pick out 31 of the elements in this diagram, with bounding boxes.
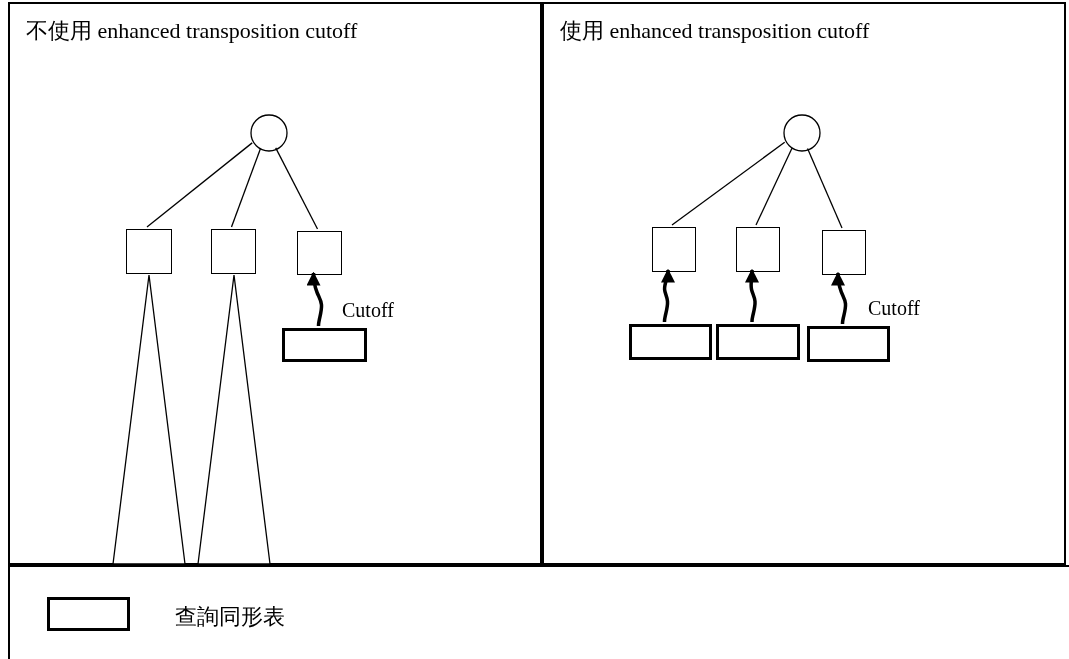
panel bbox=[542, 2, 1066, 565]
tree-node-square bbox=[211, 229, 256, 274]
arrow bbox=[661, 268, 675, 324]
arrow bbox=[745, 268, 759, 324]
tree-node-square bbox=[297, 231, 342, 275]
subtree-triangle bbox=[112, 274, 186, 565]
connector-line bbox=[806, 147, 843, 229]
connector-line bbox=[671, 141, 786, 226]
tree-node-square bbox=[822, 230, 866, 275]
connector-line bbox=[755, 147, 793, 226]
edge-label: Cutoff bbox=[868, 298, 920, 318]
table-box bbox=[282, 328, 367, 362]
table-box bbox=[629, 324, 712, 360]
edge-label: Cutoff bbox=[342, 300, 394, 320]
root-node-circle bbox=[250, 114, 288, 152]
tree-node-square bbox=[736, 227, 780, 272]
arrow bbox=[831, 271, 848, 326]
connector-line bbox=[275, 147, 319, 230]
panel-title: 不使用 enhanced transposition cutoff bbox=[26, 17, 358, 45]
arrow bbox=[306, 271, 324, 328]
panel bbox=[8, 2, 542, 565]
subtree-triangle bbox=[197, 274, 271, 565]
tree-node-square bbox=[126, 229, 172, 274]
connector-line bbox=[230, 148, 262, 228]
table-box bbox=[807, 326, 890, 362]
connector-line bbox=[146, 142, 253, 228]
tree-node-square bbox=[652, 227, 696, 272]
table-box bbox=[716, 324, 800, 360]
panel-title: 使用 enhanced transposition cutoff bbox=[560, 17, 870, 45]
legend-label: 查詢同形表 bbox=[175, 603, 285, 631]
root-node-circle bbox=[783, 114, 821, 152]
